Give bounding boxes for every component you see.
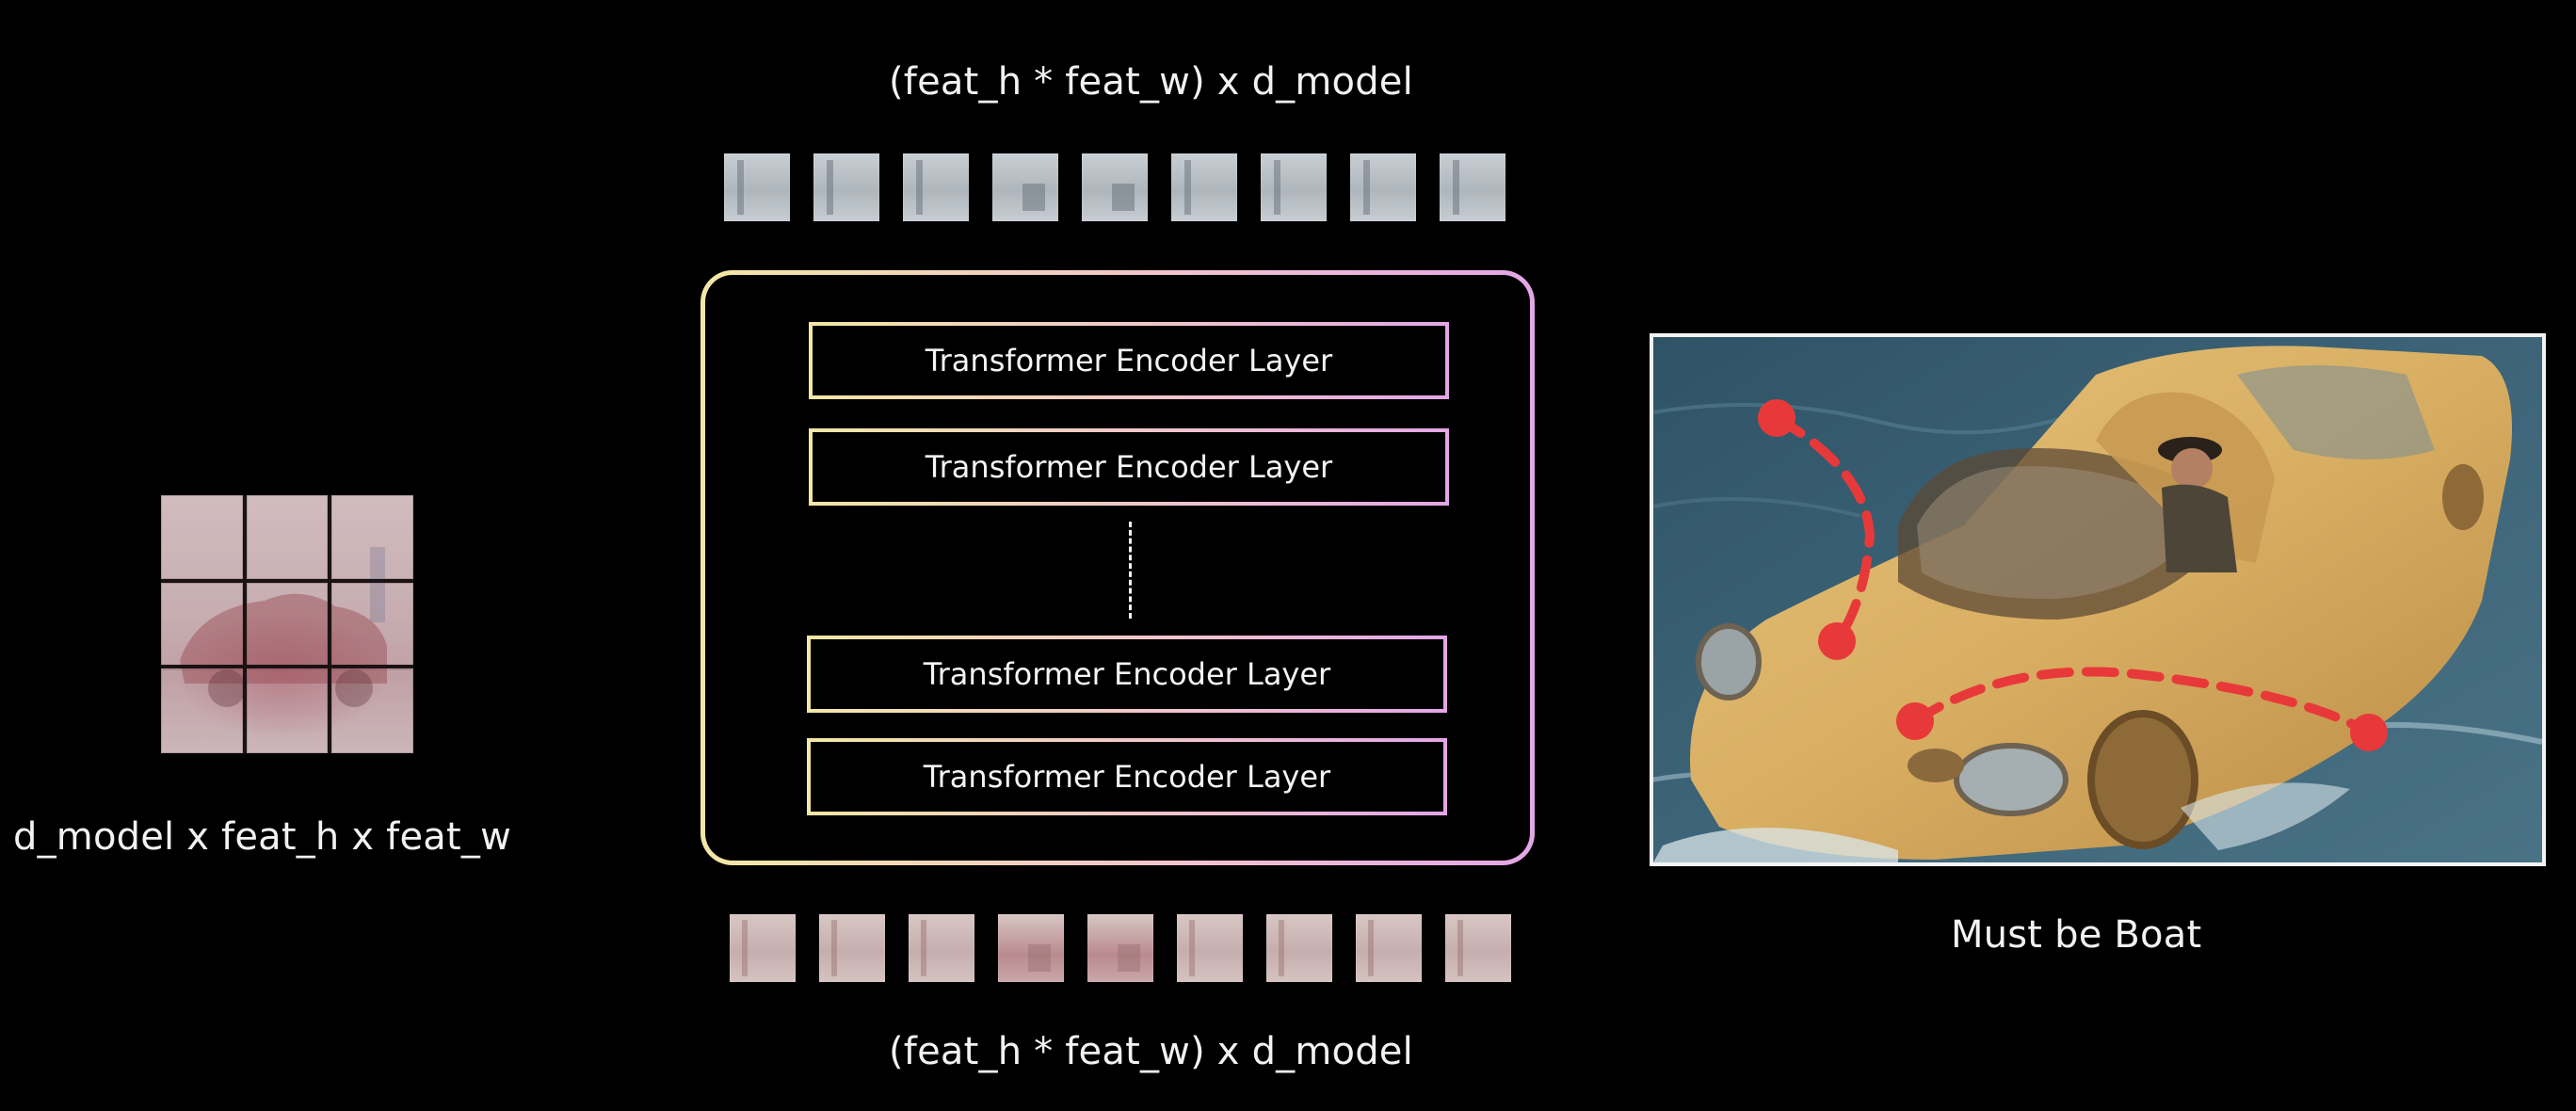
boat-car-illustration <box>1653 337 2542 862</box>
image-token <box>992 153 1058 221</box>
image-token <box>1266 914 1332 982</box>
image-token <box>1350 153 1416 221</box>
image-token <box>724 153 790 221</box>
image-token <box>1261 153 1327 221</box>
image-token <box>730 914 796 982</box>
bottom-dimension-label: (feat_h * feat_w) x d_model <box>889 1030 1413 1073</box>
image-token <box>1082 153 1148 221</box>
annotation-point <box>1758 399 1795 437</box>
top-dimension-label: (feat_h * feat_w) x d_model <box>889 60 1413 104</box>
image-token <box>1440 153 1505 221</box>
encoder-layer-label: Transformer Encoder Layer <box>811 742 1443 812</box>
annotation-point <box>2350 714 2388 751</box>
encoder-layer-4: Transformer Encoder Layer <box>807 738 1447 815</box>
encoder-layer-label: Transformer Encoder Layer <box>813 432 1445 502</box>
encoder-layer-1: Transformer Encoder Layer <box>809 322 1449 399</box>
input-token-row <box>724 153 1505 221</box>
image-token <box>1445 914 1511 982</box>
encoder-layer-label: Transformer Encoder Layer <box>813 326 1445 395</box>
annotation-curve-bottom <box>1910 667 2374 737</box>
feature-map-cell <box>246 669 329 753</box>
feature-map-label: d_model x feat_h x feat_w <box>13 815 511 859</box>
encoder-layer-label: Transformer Encoder Layer <box>811 639 1443 709</box>
feature-map-grid <box>161 495 413 753</box>
image-token <box>903 153 969 221</box>
output-token-row <box>730 914 1511 982</box>
feature-map-cell <box>331 669 413 753</box>
encoder-layer-2: Transformer Encoder Layer <box>809 428 1449 506</box>
image-token <box>813 153 879 221</box>
boat-car-image <box>1650 333 2546 866</box>
annotation-curve-left <box>1772 413 1876 646</box>
image-token <box>998 914 1064 982</box>
feature-map-cell <box>331 495 413 579</box>
feature-map-cell <box>331 582 413 667</box>
image-token <box>819 914 885 982</box>
encoder-layer-3: Transformer Encoder Layer <box>807 636 1447 713</box>
feature-map-cell <box>246 582 329 667</box>
annotation-point <box>1818 622 1856 660</box>
image-token <box>1171 153 1237 221</box>
feature-map-cell <box>161 495 243 579</box>
image-token <box>1356 914 1422 982</box>
image-token <box>909 914 974 982</box>
feature-map-cell <box>161 582 243 667</box>
annotation-point <box>1896 702 1934 740</box>
image-caption: Must be Boat <box>1951 913 2202 957</box>
feature-map-cell <box>161 669 243 753</box>
image-token <box>1177 914 1243 982</box>
image-token <box>1087 914 1153 982</box>
layer-ellipsis-dashed-line <box>1129 522 1132 619</box>
feature-map-cell <box>246 495 329 579</box>
